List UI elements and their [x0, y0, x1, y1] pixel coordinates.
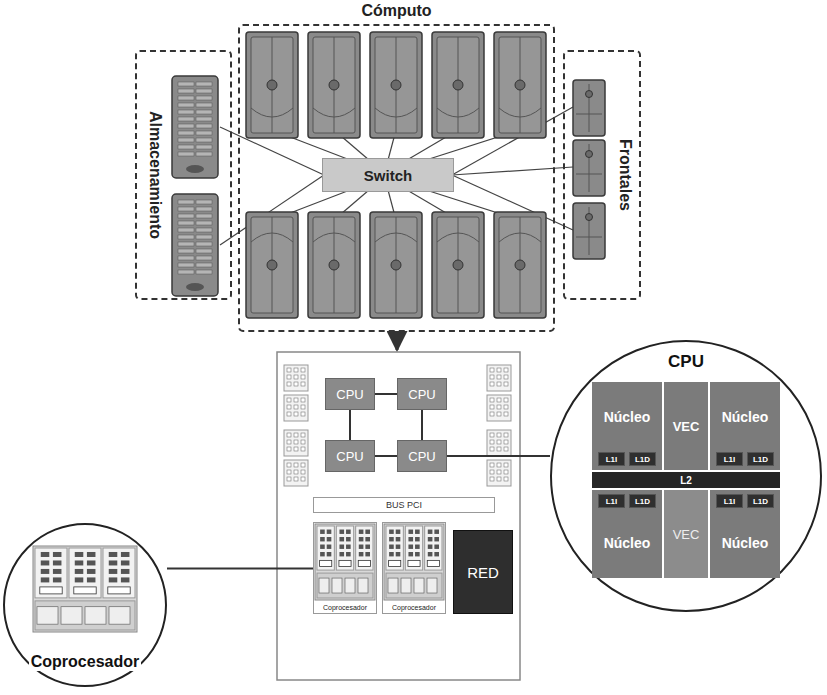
cache-box: L1I [598, 494, 625, 508]
node-label: L1I [724, 455, 736, 464]
cpu-box: CPU [397, 378, 447, 410]
node-label: CPU [336, 449, 363, 464]
cache-box: L1I [716, 494, 743, 508]
connector [421, 410, 423, 440]
coprocessor-card [33, 546, 137, 632]
node-label: CPU [408, 449, 435, 464]
core-box: NúcleoL1I L1D [592, 382, 662, 470]
memory-module [284, 460, 308, 486]
storage-unit [172, 194, 218, 296]
cpu-box: CPU [325, 378, 375, 410]
connector [167, 568, 313, 570]
zoom-circle: CPUNúcleoL1IL1DVECNúcleoL1IL1DL2NúcleoL1… [550, 340, 822, 612]
core-box: Núcleo L1I L1D [710, 490, 780, 578]
cache-box: L1D [747, 494, 774, 508]
storage-unit [172, 76, 218, 178]
node-label: BUS PCI [386, 500, 422, 510]
connector [375, 393, 397, 395]
node-label: L1D [753, 455, 768, 464]
memory-module [284, 395, 308, 421]
frontend-server [573, 140, 605, 196]
frontend-server [573, 203, 605, 259]
node-label: Frontales [616, 139, 634, 211]
cache-box: L1D [629, 494, 656, 508]
switch-box: Switch [322, 158, 454, 192]
core-box: Núcleo L1I L1D [592, 490, 662, 578]
node-board [277, 352, 520, 680]
server-blade [432, 212, 484, 318]
server-blade [308, 212, 360, 318]
node-label: VEC [673, 527, 700, 542]
connector [375, 455, 397, 457]
node-label: L1D [753, 497, 768, 506]
cache-box: L1I [716, 452, 743, 466]
cpu-box: CPU [397, 440, 447, 472]
zoom-ground [4, 524, 166, 686]
coprocessor-box: Coprocesador [313, 522, 377, 614]
node-label: L1I [606, 497, 618, 506]
node-label: L1I [606, 455, 618, 464]
memory-module [487, 460, 511, 486]
node-label: Núcleo [722, 535, 769, 551]
node-label: Núcleo [604, 409, 651, 425]
connector [349, 410, 351, 440]
node-label: Núcleo [604, 535, 651, 551]
node-label: L1I [724, 497, 736, 506]
node-label: Coprocesador [29, 653, 141, 671]
group-box: CómputoSwitch [238, 24, 555, 332]
node-label: Switch [364, 167, 412, 184]
server-blade [370, 212, 422, 318]
node-label: Núcleo [722, 409, 769, 425]
server-blade [308, 32, 360, 138]
memory-module [487, 430, 511, 456]
vector-unit: VEC [664, 382, 708, 470]
cache-box: L1D [629, 452, 656, 466]
server-blade [246, 212, 298, 318]
server-blade [432, 32, 484, 138]
node-label: CPU [408, 387, 435, 402]
node-label: CPU [668, 352, 704, 372]
node-label: L1D [635, 455, 650, 464]
memory-module [487, 365, 511, 391]
memory-module [487, 395, 511, 421]
node-label: RED [467, 564, 499, 581]
core-box: NúcleoL1I L1D [710, 382, 780, 470]
cpu-box: CPU [325, 440, 375, 472]
server-blade [494, 32, 546, 138]
cache-box: L1D [747, 452, 774, 466]
bus-box: BUS PCI [313, 497, 495, 513]
node-label: Cómputo [240, 2, 553, 20]
connector [447, 455, 550, 457]
group-box: Almacenamiento [135, 50, 232, 300]
server-blade [370, 32, 422, 138]
server-blade [246, 32, 298, 138]
node-label: L2 [680, 475, 692, 486]
coprocessor-card [315, 524, 375, 600]
node-label: Coprocesador [323, 604, 367, 611]
frontend-server [573, 80, 605, 136]
vector-unit: VEC [664, 490, 708, 578]
coprocessor-box: Coprocesador [382, 522, 446, 614]
node-label: Almacenamiento [146, 111, 164, 239]
server-blade [494, 212, 546, 318]
group-box: Frontales [563, 50, 641, 300]
node-label: CPU [336, 387, 363, 402]
memory-module [284, 365, 308, 391]
cache-bar: L2 [592, 472, 780, 488]
node-label: VEC [673, 419, 700, 434]
node-label: L1D [635, 497, 650, 506]
memory-module [284, 430, 308, 456]
network-box: RED [453, 530, 513, 614]
cache-box: L1I [598, 452, 625, 466]
coprocessor-card [384, 524, 444, 600]
zoom-arrow [396, 333, 399, 350]
node-label: Coprocesador [392, 604, 436, 611]
zoom-circle: Coprocesador [3, 523, 167, 687]
